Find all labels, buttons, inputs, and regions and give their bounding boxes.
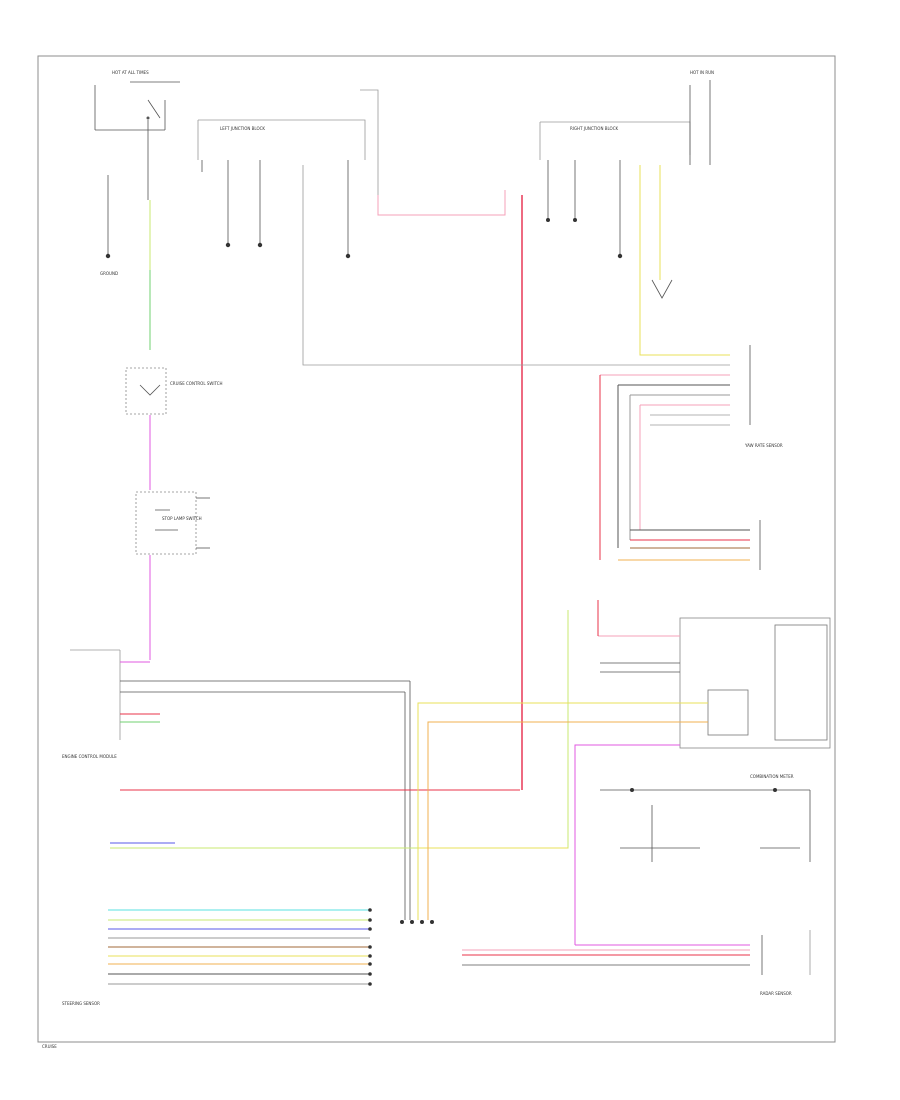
- splice-connector: [400, 920, 434, 924]
- wire-yellow-right: [639, 165, 730, 356]
- label-stop-lamp: STOP LAMP SWITCH: [162, 516, 202, 521]
- label-footer: CRUISE: [42, 1044, 57, 1049]
- wire-magenta-to-meter: [574, 744, 680, 945]
- lower-right-sensors: [600, 788, 811, 862]
- cruise-control-switch: [125, 367, 167, 415]
- label-ground-left: GROUND: [100, 271, 118, 276]
- label-pcm: ENGINE CONTROL MODULE: [62, 754, 117, 759]
- left-junction-block: [197, 119, 366, 160]
- label-left-junction: LEFT JUNCTION BLOCK: [220, 126, 265, 131]
- wire-yellow-to-meter: [417, 702, 708, 920]
- wire-pink-top: [377, 190, 506, 216]
- top-left-power-block: [94, 81, 180, 200]
- label-steering-sensor: STEERING SENSOR: [62, 1001, 100, 1006]
- label-hot-all-times: HOT AT ALL TIMES: [112, 70, 149, 75]
- stop-lamp-switch: [135, 491, 210, 555]
- steering-sensor-bundle: [108, 908, 372, 986]
- label-radar-sensor: RADAR SENSOR: [760, 991, 792, 996]
- label-hot-in-run: HOT IN RUN: [690, 70, 714, 75]
- yaw-rate-sensor-bundle: [599, 345, 761, 570]
- ecm-connector: [70, 649, 520, 920]
- right-junction-pins: [546, 160, 673, 299]
- wire-yellow-green-long: [110, 610, 569, 849]
- radar-sensor-connector: [462, 930, 811, 975]
- label-cruise-switch: CRUISE CONTROL SWITCH: [170, 381, 223, 386]
- label-right-junction: RIGHT JUNCTION BLOCK: [570, 126, 618, 131]
- combination-meter: [597, 600, 831, 749]
- top-right-power-block: [689, 80, 711, 165]
- wire-grey-long: [302, 165, 730, 366]
- label-combination-meter: COMBINATION METER: [750, 774, 794, 779]
- wire-orange-to-meter: [427, 721, 708, 920]
- label-yaw-rate: YAW RATE SENSOR: [744, 443, 783, 448]
- wire-white-top: [360, 89, 379, 195]
- diagram-frame: [37, 55, 836, 1043]
- left-junction-pins: [105, 160, 351, 259]
